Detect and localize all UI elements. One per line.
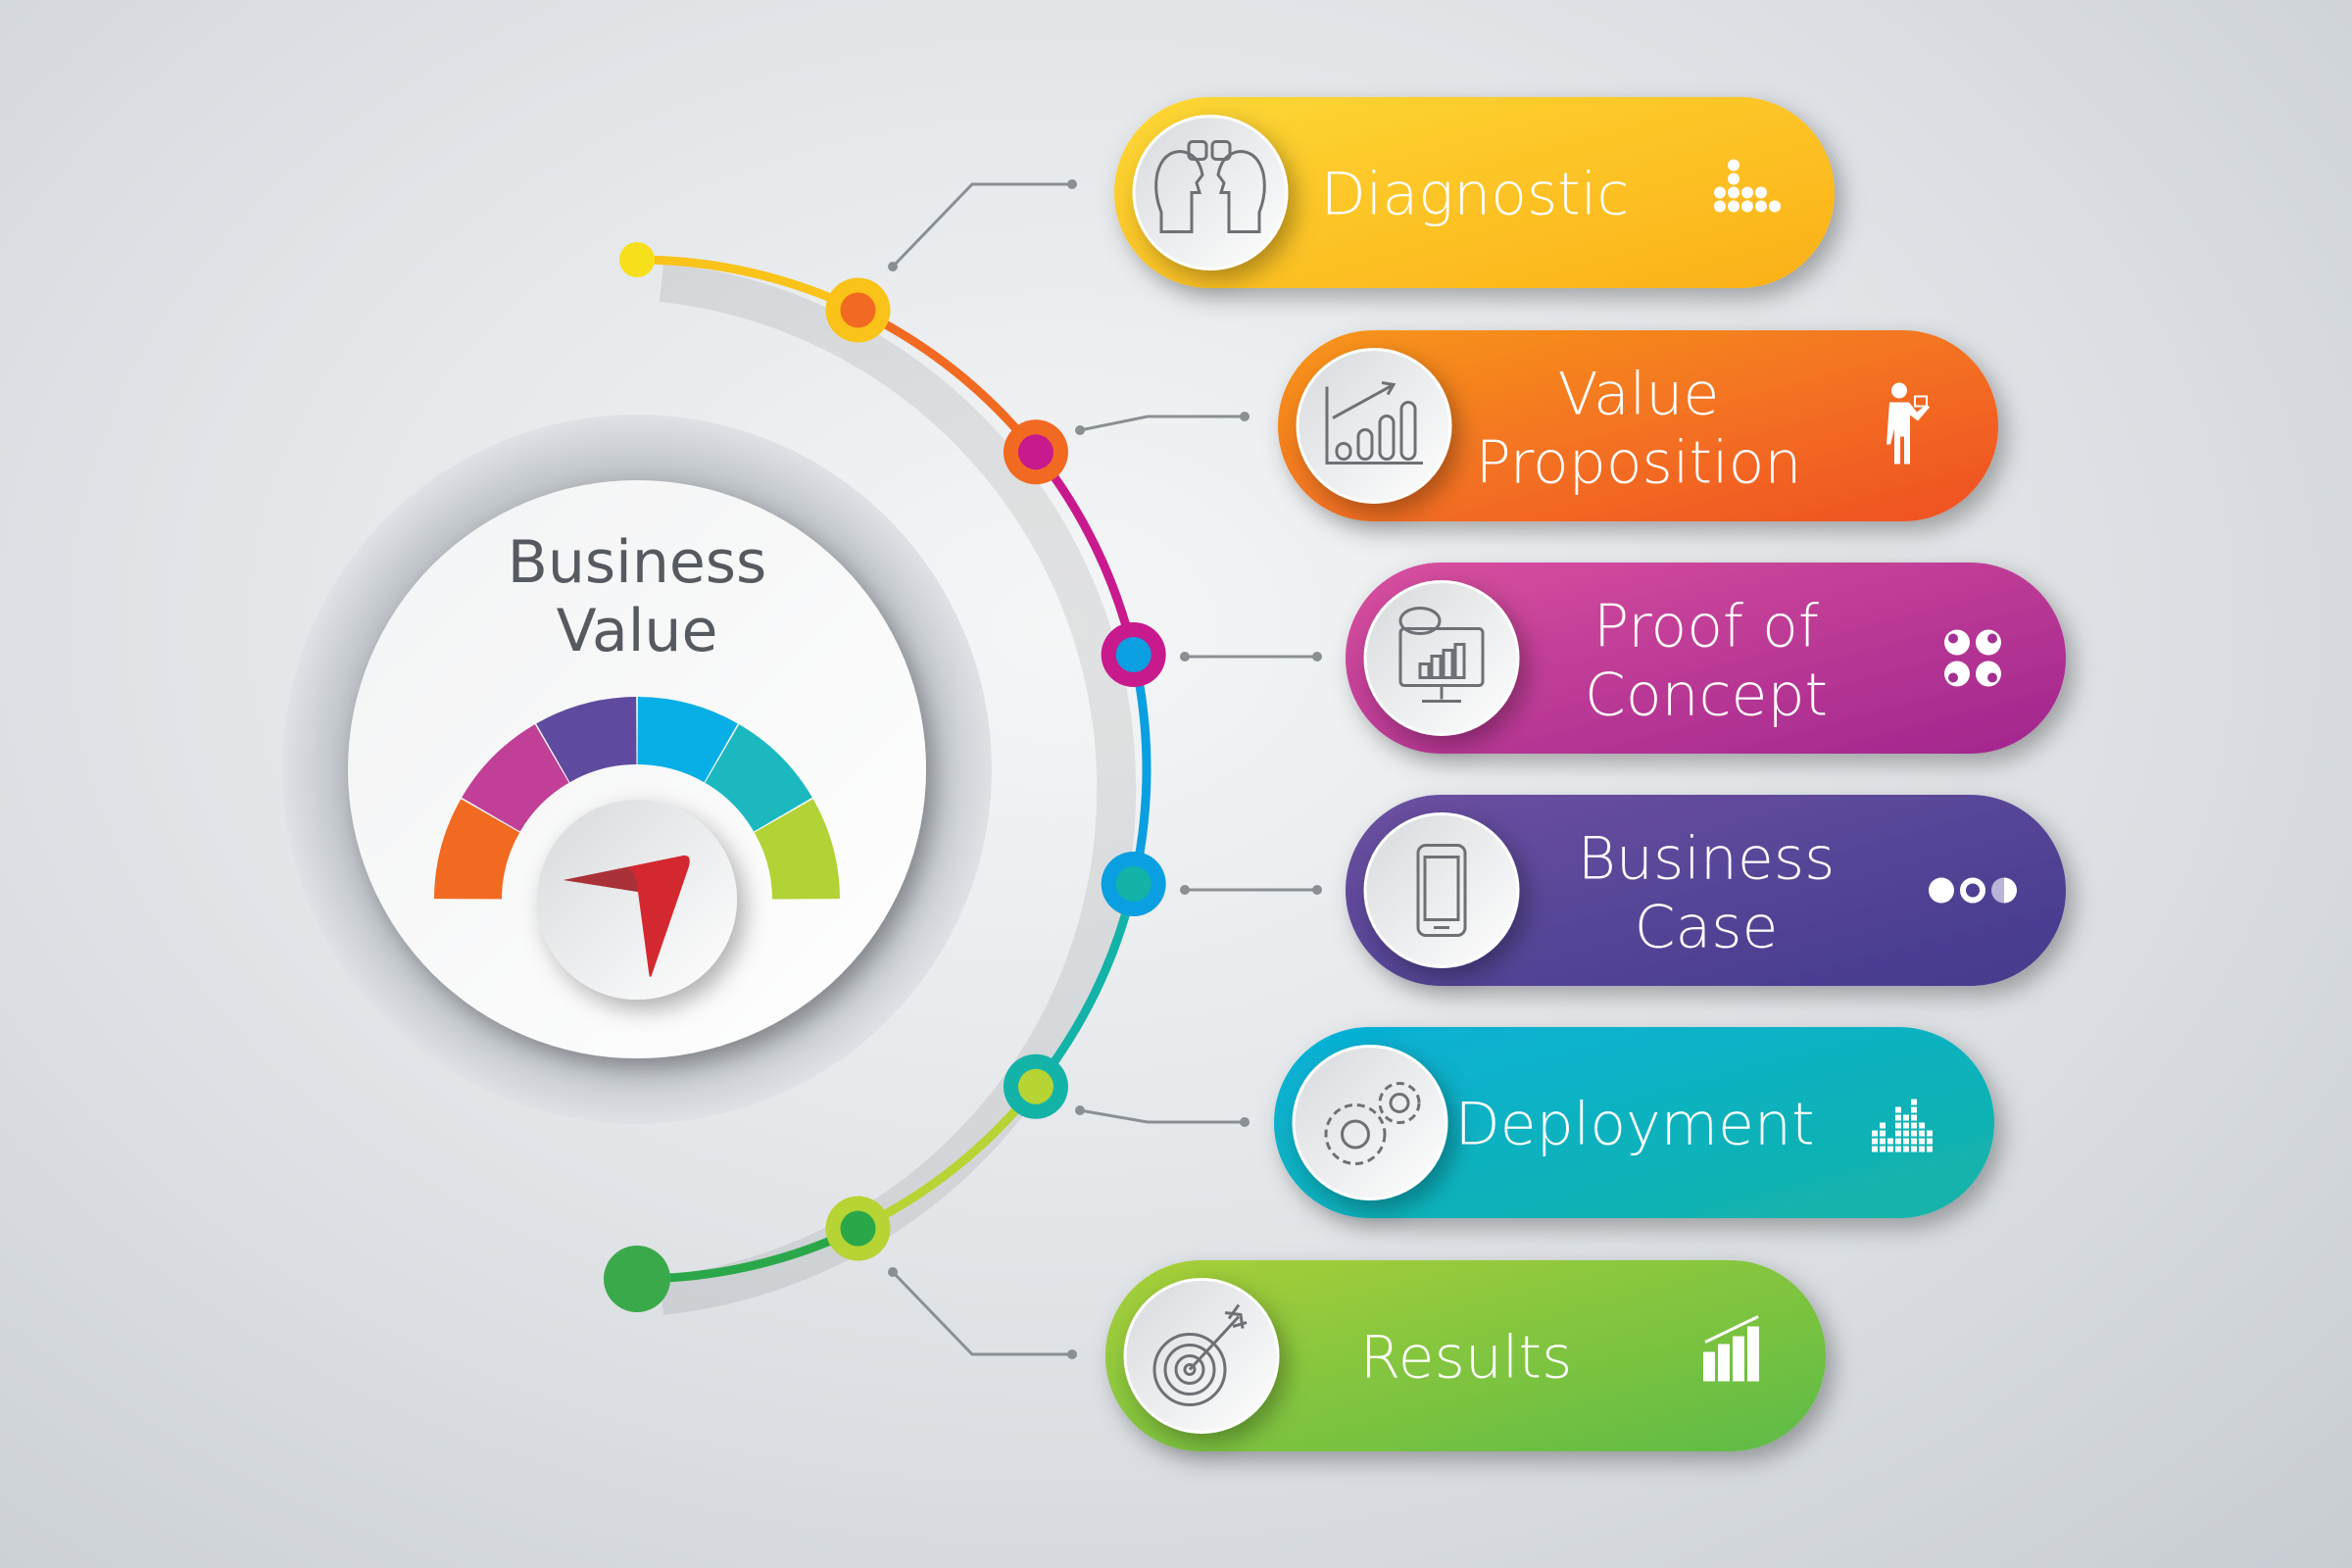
monitor-chart-icon xyxy=(1398,607,1485,703)
step-pill xyxy=(1346,795,2066,986)
growth-chart-icon xyxy=(1325,381,1423,465)
step-label: Business xyxy=(1578,825,1836,894)
step-card-5[interactable]: Deployment xyxy=(1274,1027,1994,1218)
equalizer-icon xyxy=(1872,1099,1933,1152)
quad-circles-icon xyxy=(1944,629,2001,687)
arc-end-dot xyxy=(604,1246,670,1312)
arc-start-dot xyxy=(619,242,655,277)
step-pill xyxy=(1274,1027,1994,1218)
center-title-line1: Business xyxy=(508,528,767,597)
icon-badge xyxy=(1296,348,1452,504)
icon-badge xyxy=(1292,1045,1448,1200)
step-pill xyxy=(1278,330,1998,521)
connector-line xyxy=(891,182,1072,269)
gauge-segment xyxy=(462,724,569,832)
gauge-segment xyxy=(637,697,738,783)
step-label: Proposition xyxy=(1476,429,1802,498)
target-arrow-icon xyxy=(1152,1303,1248,1406)
icon-badge xyxy=(1363,812,1520,968)
gauge-needle-icon xyxy=(564,855,690,977)
gauge xyxy=(434,697,840,900)
step-pill xyxy=(1114,97,1835,288)
timeline-arc xyxy=(604,242,1166,1315)
gauge-segment xyxy=(434,799,520,900)
presenter-icon xyxy=(1886,382,1930,465)
inner-disc xyxy=(348,480,926,1058)
step-card-1[interactable]: Diagnostic xyxy=(1114,97,1835,288)
center-disc: Business Value xyxy=(282,415,992,1124)
step-label: Diagnostic xyxy=(1321,161,1630,229)
dot-network-icon xyxy=(1714,159,1781,213)
step-pill xyxy=(1105,1260,1826,1451)
heads-plug-icon xyxy=(1154,140,1266,233)
gauge-segment xyxy=(705,724,812,832)
step-label: Proof of xyxy=(1593,593,1819,662)
gauge-segment xyxy=(536,697,637,783)
connector-line xyxy=(1079,1108,1245,1124)
bar-growth-icon xyxy=(1703,1315,1759,1382)
connector-lines xyxy=(888,179,1322,1359)
step-pill xyxy=(1346,563,2066,754)
smartphone-icon xyxy=(1416,844,1467,937)
step-label: Value xyxy=(1558,361,1720,429)
center-title-line2: Value xyxy=(557,597,718,665)
connector-line xyxy=(1079,415,1245,432)
gauge-segment xyxy=(754,799,840,900)
connector-line xyxy=(891,1270,1072,1356)
step-label: Concept xyxy=(1585,662,1828,730)
step-label: Deployment xyxy=(1454,1091,1814,1159)
step-card-6[interactable]: Results xyxy=(1105,1260,1826,1451)
step-label: Case xyxy=(1635,894,1779,962)
gears-icon xyxy=(1324,1082,1421,1165)
step-label: Results xyxy=(1360,1324,1573,1393)
gauge-knob xyxy=(537,800,737,1000)
three-dots-icon xyxy=(1929,877,2017,904)
